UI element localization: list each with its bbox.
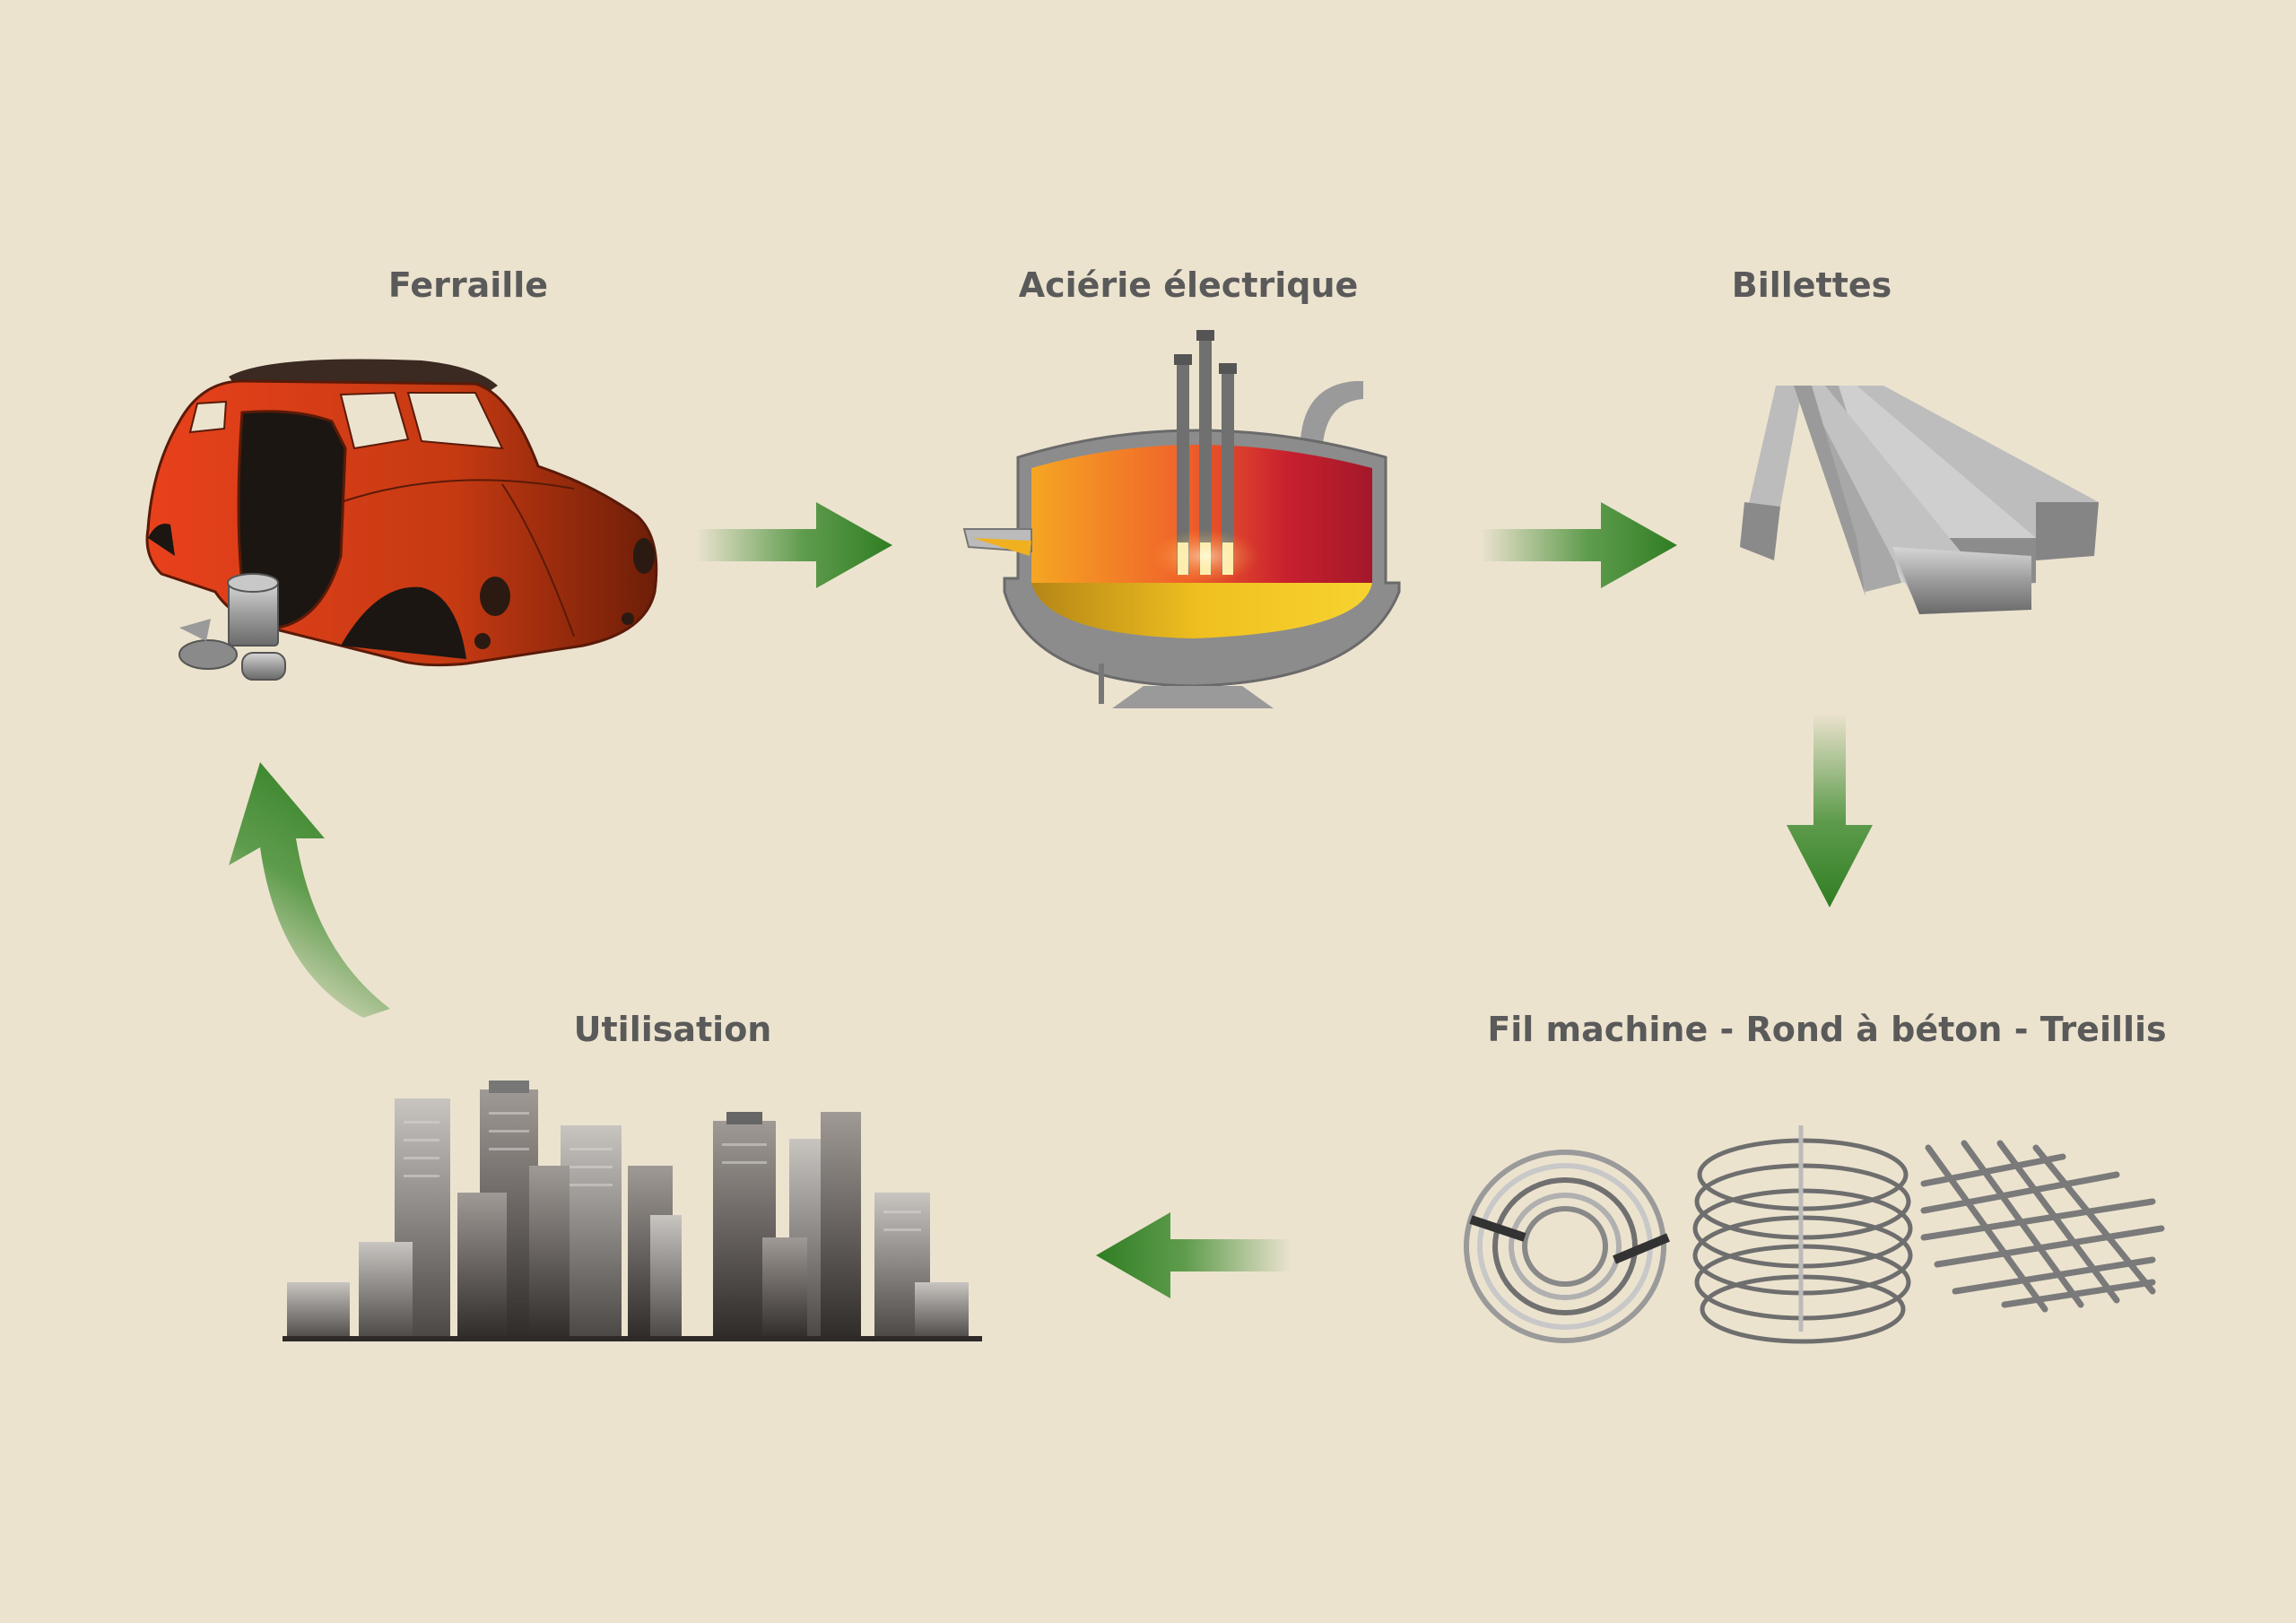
- label-acierie-electrique: Aciérie électrique: [1018, 265, 1359, 305]
- city-skyline-icon: [283, 1081, 982, 1341]
- arrow-utilisation-to-ferraille: [229, 762, 390, 1018]
- arrow-ferraille-to-acierie: [695, 502, 892, 588]
- scrap-car-icon: [145, 359, 658, 681]
- electric-arc-furnace-icon: [962, 330, 1401, 708]
- arrow-acierie-to-billettes: [1480, 502, 1677, 588]
- arrow-fil-to-utilisation: [1096, 1212, 1292, 1298]
- steel-billets-icon: [1740, 386, 2099, 614]
- arrow-billettes-to-fil: [1787, 713, 1873, 907]
- label-billettes: Billettes: [1731, 265, 1892, 305]
- label-fil-machine: Fil machine - Rond à béton - Treillis: [1487, 1010, 2167, 1049]
- label-ferraille: Ferraille: [387, 265, 549, 305]
- wire-coils-mesh-icon: [1464, 1125, 2165, 1344]
- label-utilisation: Utilisation: [573, 1010, 772, 1049]
